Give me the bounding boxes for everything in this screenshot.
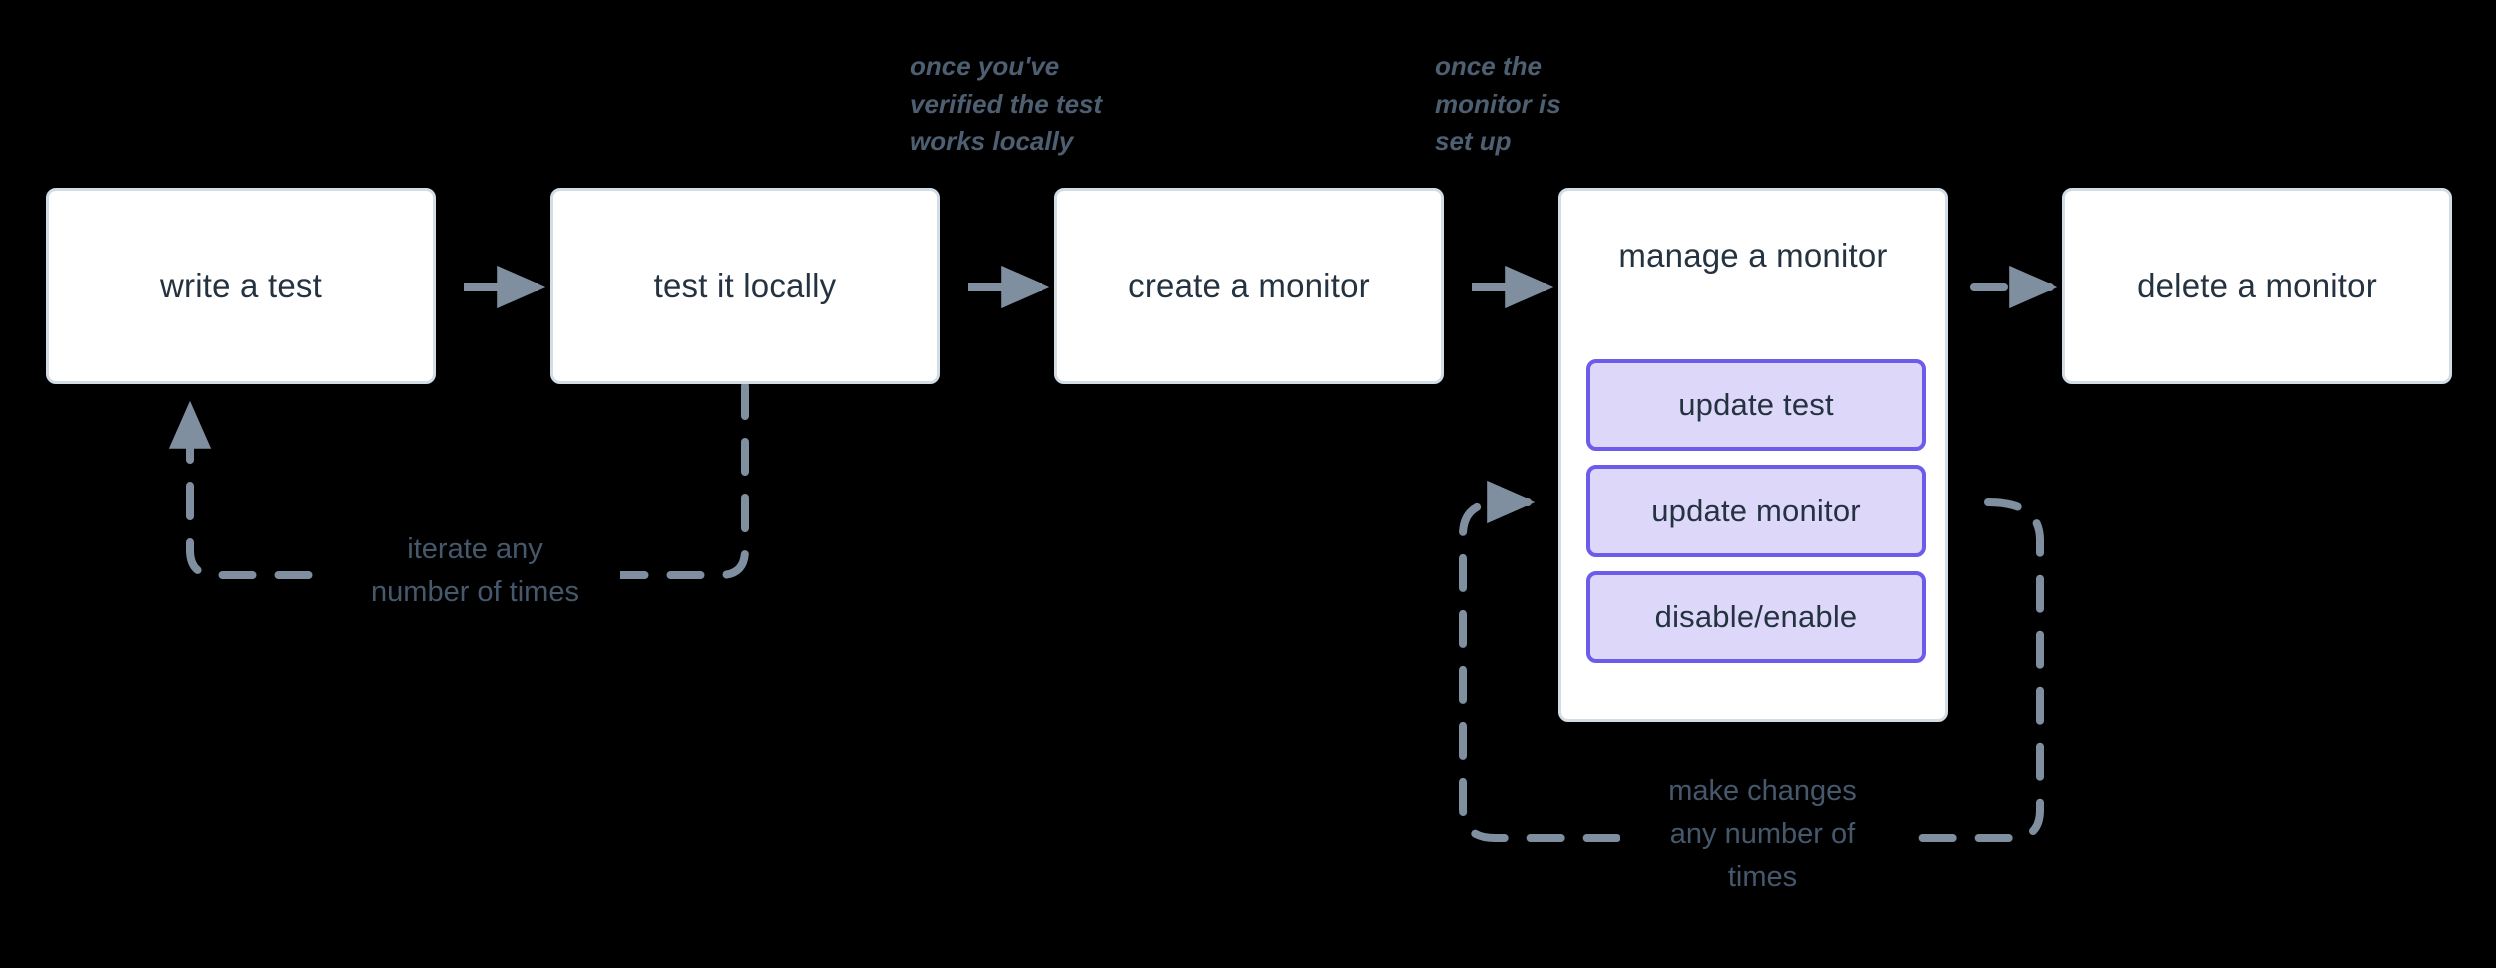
edge-note-setup: once the monitor is set up xyxy=(1435,51,1561,157)
node-label: test it locally xyxy=(653,267,837,305)
subnode-update-test[interactable]: update test xyxy=(1586,359,1926,451)
subnode-label: update test xyxy=(1678,387,1834,422)
subnode-disable-enable[interactable]: disable/enable xyxy=(1586,571,1926,663)
node-delete-a-monitor[interactable]: delete a monitor xyxy=(2062,188,2452,384)
loop-note-iterate: iterate any number of times xyxy=(330,528,620,614)
node-manage-a-monitor[interactable]: manage a monitor update test update moni… xyxy=(1558,188,1948,722)
edge-note-verified: once you've verified the test works loca… xyxy=(910,51,1103,157)
subnode-label: update monitor xyxy=(1651,493,1861,528)
node-create-a-monitor[interactable]: create a monitor xyxy=(1054,188,1444,384)
subnode-update-monitor[interactable]: update monitor xyxy=(1586,465,1926,557)
subnode-label: disable/enable xyxy=(1654,599,1858,634)
node-write-a-test[interactable]: write a test xyxy=(46,188,436,384)
node-test-it-locally[interactable]: test it locally xyxy=(550,188,940,384)
loop-note-make-changes: make changes any number of times xyxy=(1620,770,1905,899)
node-label: delete a monitor xyxy=(2137,267,2377,305)
node-label: write a test xyxy=(160,267,322,305)
node-label: manage a monitor xyxy=(1618,237,1888,274)
node-label: create a monitor xyxy=(1128,267,1370,305)
